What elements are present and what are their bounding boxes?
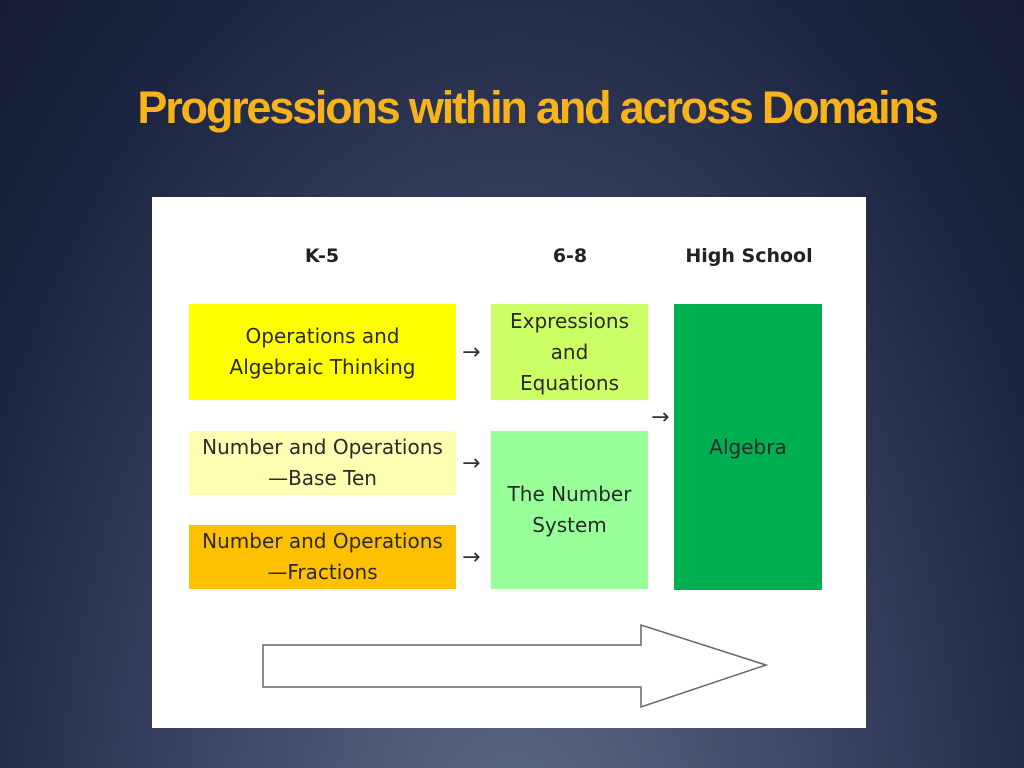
arrow-right-icon: → (462, 545, 481, 570)
box-label: Number and Operations—Fractions (202, 529, 443, 584)
progression-arrow-icon (262, 623, 769, 709)
column-header-k5: K-5 (304, 245, 340, 267)
box-label: The Number System (507, 482, 632, 537)
box-number-system: The Number System (491, 431, 648, 589)
arrow-right-icon: → (651, 405, 670, 430)
box-number-operations-base-ten: Number and Operations—Base Ten (189, 431, 456, 495)
progression-diagram: K-5 6-8 High School Operations and Algeb… (152, 197, 866, 728)
column-header-6-8: 6-8 (552, 245, 588, 267)
box-algebra: Algebra (674, 304, 822, 590)
slide-title: Progressions within and across Domains (137, 82, 938, 133)
arrow-right-icon: → (462, 340, 481, 365)
box-operations-algebraic-thinking: Operations and Algebraic Thinking (189, 304, 456, 400)
box-label: Algebra (709, 435, 787, 459)
box-label: Number and Operations—Base Ten (202, 435, 443, 490)
box-expressions-equations: Expressions and Equations (491, 304, 648, 400)
arrow-right-icon: → (462, 451, 481, 476)
box-label: Operations and Algebraic Thinking (229, 324, 416, 379)
box-label: Expressions and Equations (510, 308, 629, 395)
column-header-high-school: High School (685, 245, 813, 267)
box-number-operations-fractions: Number and Operations—Fractions (189, 525, 456, 589)
